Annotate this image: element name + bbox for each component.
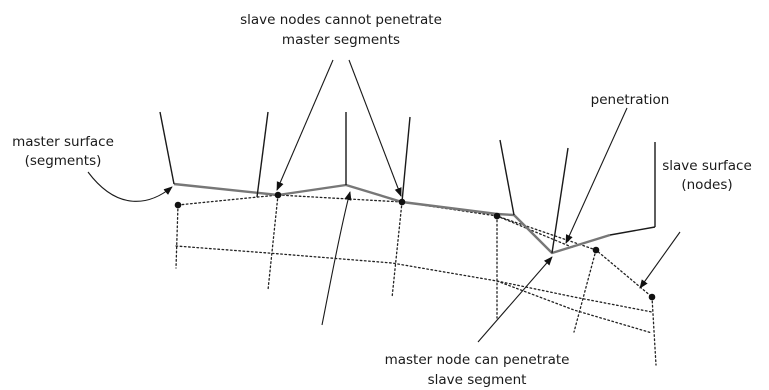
label-slave-nodes-line2: master segments (282, 32, 400, 48)
slave-node (174, 201, 182, 209)
slave-node (493, 212, 501, 220)
slave-node (592, 246, 600, 254)
master-surface-line (173, 182, 611, 255)
master-element-edges (159, 111, 656, 254)
slave-node (398, 198, 406, 206)
label-master-surface-line1: master surface (12, 134, 114, 150)
master-edge (551, 147, 569, 254)
slave-mesh-vertical (391, 201, 403, 299)
slave-mesh-diagonal (496, 215, 575, 249)
slave-mesh-vertical (267, 194, 279, 291)
slave-mesh-mid-line (175, 245, 653, 313)
arrow-master-node-penetrate (477, 256, 553, 343)
arrow-penetration (565, 107, 628, 244)
arrow-master-surface (87, 171, 173, 202)
arrow-to-node-right (348, 59, 402, 197)
arrow-slave-surface (639, 231, 681, 289)
label-master-node-line1: master node can penetrate (385, 352, 570, 368)
slave-nodes (174, 191, 656, 301)
slave-node (648, 293, 656, 301)
arrow-master-node-up (321, 191, 352, 326)
label-master-node-line2: slave segment (428, 372, 527, 388)
label-slave-surface-line2: (nodes) (681, 177, 732, 193)
master-edge (256, 111, 269, 198)
slave-mesh-vertical (573, 249, 597, 333)
slave-node (274, 191, 282, 199)
label-master-surface-line2: (segments) (25, 153, 102, 169)
annotation-arrows (87, 59, 681, 343)
slave-mesh-vertical (651, 296, 657, 366)
master-edge (401, 116, 411, 203)
label-penetration: penetration (591, 92, 670, 108)
arrow-to-node-left (276, 59, 334, 191)
master-edge (499, 139, 515, 216)
label-slave-nodes-line1: slave nodes cannot penetrate (240, 12, 442, 28)
master-edge (609, 226, 656, 236)
slave-mesh-vertical (175, 204, 179, 269)
master-edge (159, 111, 175, 185)
label-slave-surface-line1: slave surface (662, 158, 752, 174)
slave-mesh (175, 194, 657, 366)
